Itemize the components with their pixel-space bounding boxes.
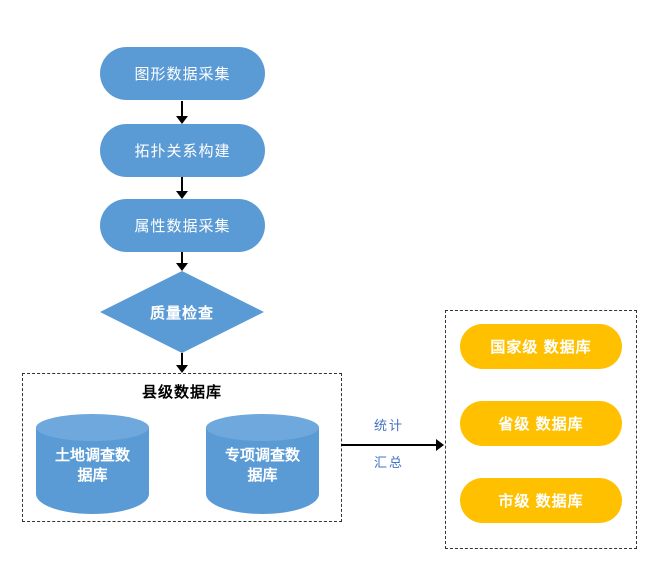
level-pill-label: 省级 数据库	[498, 416, 584, 433]
arrow-down-1	[181, 101, 183, 116]
arrow-down-3	[181, 252, 183, 263]
decision-label: 质量检查	[149, 304, 214, 322]
arrow-right-transfer	[341, 444, 436, 446]
arrow-down-2	[181, 177, 183, 191]
flow-node-label: 属性数据采集	[134, 218, 231, 235]
db-cylinder-label: 土地调查数据库	[54, 446, 130, 484]
flow-node-label: 图形数据采集	[134, 66, 231, 83]
decision-quality-check: 质量检查	[100, 271, 264, 353]
level-pill-city: 市级 数据库	[460, 478, 622, 523]
flow-node-graphic-data-capture: 图形数据采集	[100, 47, 265, 100]
level-pill-provincial: 省级 数据库	[460, 401, 622, 446]
upper-level-database-group: 国家级 数据库 省级 数据库 市级 数据库	[445, 310, 637, 549]
cylinder-body	[206, 427, 319, 514]
cylinder-lid	[206, 414, 319, 441]
db-cylinder-label: 专项调查数据库	[224, 446, 300, 484]
county-group-title: 县级数据库	[141, 384, 222, 401]
cylinder-body	[36, 427, 149, 514]
transfer-label-top: 统计	[374, 418, 405, 433]
level-pill-label: 市级 数据库	[498, 493, 584, 510]
county-database-group: 县级数据库 土地调查数据库 专项调查数据库	[22, 373, 342, 522]
flow-node-attribute-data-capture: 属性数据采集	[100, 199, 265, 252]
db-cylinder-special-survey: 专项调查数据库	[206, 414, 319, 514]
db-cylinder-land-survey: 土地调查数据库	[36, 414, 149, 514]
level-pill-national: 国家级 数据库	[460, 324, 622, 369]
transfer-label-bottom: 汇总	[374, 455, 405, 470]
arrow-down-4	[181, 353, 183, 365]
flow-node-topology-build: 拓扑关系构建	[100, 124, 265, 177]
cylinder-lid	[36, 414, 149, 441]
flow-node-label: 拓扑关系构建	[134, 143, 231, 160]
level-pill-label: 国家级 数据库	[490, 339, 592, 356]
